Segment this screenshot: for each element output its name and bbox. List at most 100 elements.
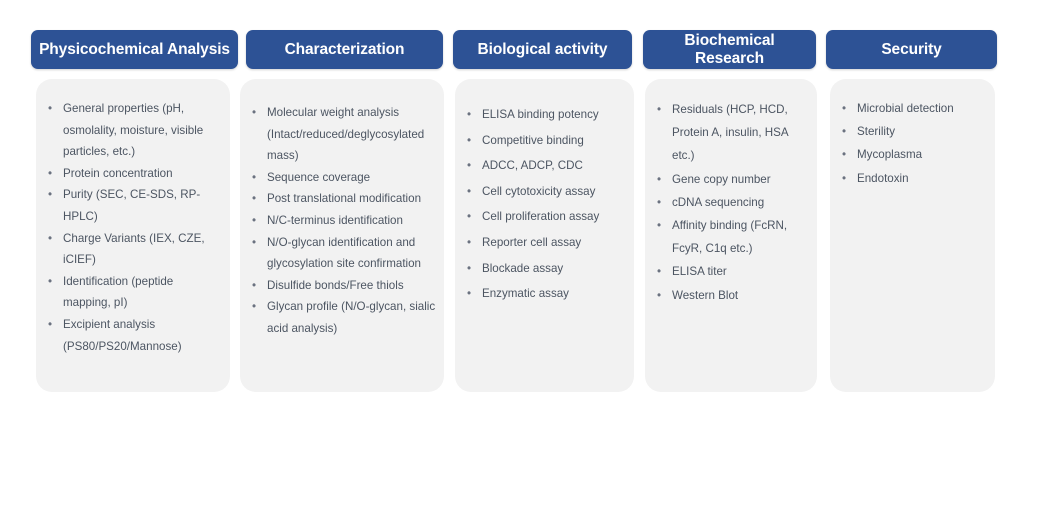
list-item-label: Molecular weight analysis (Intact/reduce…: [267, 106, 425, 163]
list-item-label: Protein concentration: [63, 166, 173, 180]
list-item-label: cDNA sequencing: [672, 195, 765, 209]
list-item: • Charge Variants (IEX, CZE, iCIEF): [36, 228, 222, 271]
bullet-dot-icon: •: [467, 159, 472, 173]
bullet-dot-icon: •: [48, 102, 53, 115]
bullet-dot-icon: •: [48, 274, 53, 288]
column-header-characterization[interactable]: Characterization: [246, 30, 443, 69]
list-item-label: Affinity binding (FcRN, FcyR, C1q etc.): [672, 219, 788, 256]
list-item-label: Cell cytotoxicity assay: [482, 184, 596, 198]
list-item: • Gene copy number: [645, 168, 811, 191]
bullet-dot-icon: •: [657, 219, 662, 233]
list-item: • ELISA binding potency: [455, 102, 628, 128]
list-item: • Molecular weight analysis (Intact/reduc…: [240, 102, 436, 167]
bullet-list-biochemical-research: • Residuals (HCP, HCD, Protein A, insulin…: [645, 98, 811, 307]
column-panel-physicochemical-analysis: • General properties (pH, osmolality, moi…: [36, 79, 230, 392]
bullet-dot-icon: •: [252, 106, 257, 119]
bullet-dot-icon: •: [467, 108, 472, 121]
list-item-label: Gene copy number: [672, 172, 771, 186]
list-item: • ADCC, ADCP, CDC: [455, 153, 628, 179]
list-item: • Residuals (HCP, HCD, Protein A, insulin…: [645, 98, 811, 168]
list-item: •Purity (SEC, CE-SDS, RP-HPLC): [36, 184, 222, 227]
bullet-dot-icon: •: [467, 210, 472, 224]
list-item: • Disulfide bonds/Free thiols: [240, 275, 436, 297]
bullet-dot-icon: •: [467, 133, 472, 147]
bullet-dot-icon: •: [467, 235, 472, 249]
bullet-dot-icon: •: [48, 231, 53, 245]
column-panel-biochemical-research: • Residuals (HCP, HCD, Protein A, insulin…: [645, 79, 817, 392]
list-item-label: Western Blot: [672, 288, 739, 302]
bullet-dot-icon: •: [467, 184, 472, 198]
list-item-label: Blockade assay: [482, 261, 564, 275]
list-item: • Identification (peptide mapping, pI): [36, 271, 222, 314]
list-item: • cDNA sequencing: [645, 191, 811, 214]
list-item-label: Charge Variants (IEX, CZE, iCIEF): [63, 231, 205, 267]
list-item: • Affinity binding (FcRN, FcyR, C1q etc.): [645, 214, 811, 260]
list-item: • Blockade assay: [455, 256, 628, 282]
bullet-dot-icon: •: [467, 287, 472, 301]
list-item: • Glycan profile (N/O-glycan, sialic acid…: [240, 296, 436, 339]
bullet-list-security: • Microbial detection • Sterility • Mycoplasm…: [830, 97, 989, 190]
column-header-physicochemical-analysis[interactable]: Physicochemical Analysis: [31, 30, 238, 69]
list-item: • Mycoplasma: [830, 143, 989, 166]
list-item: •Enzymatic assay: [455, 281, 628, 307]
list-item-label: Reporter cell assay: [482, 235, 582, 249]
list-item: • Microbial detection: [830, 97, 989, 120]
list-item-label: ELISA titer: [672, 265, 727, 279]
list-item-label: Endotoxin: [857, 171, 909, 185]
list-item-label: N/C-terminus identification: [267, 213, 403, 227]
column-panel-biological-activity: • ELISA binding potency • Competitive bindi…: [455, 79, 634, 392]
column-header-biochemical-research[interactable]: Biochemical Research: [643, 30, 816, 69]
list-item-label: Glycan profile (N/O-glycan, sialic acid …: [267, 300, 436, 335]
bullet-dot-icon: •: [252, 213, 257, 227]
bullet-list-physicochemical-analysis: • General properties (pH, osmolality, moi…: [36, 98, 222, 357]
list-item: • N/C-terminus identification: [240, 210, 436, 232]
list-item: • Cell cytotoxicity assay: [455, 179, 628, 205]
list-item-label: ELISA binding potency: [482, 108, 599, 121]
bullet-dot-icon: •: [252, 300, 257, 314]
list-item-label: Sterility: [857, 125, 896, 139]
list-item: • Reporter cell assay: [455, 230, 628, 256]
bullet-dot-icon: •: [48, 188, 53, 202]
list-item-label: N/O-glycan identification and glycosylat…: [267, 235, 422, 271]
list-item-label: Post translational modification: [267, 192, 422, 206]
bullet-dot-icon: •: [657, 265, 662, 279]
list-item: • General properties (pH, osmolality, moi…: [36, 98, 222, 163]
bullet-dot-icon: •: [252, 192, 257, 206]
list-item: • Competitive binding: [455, 128, 628, 154]
column-panel-characterization: • Molecular weight analysis (Intact/reduc…: [240, 79, 444, 392]
list-item: •Western Blot: [645, 284, 811, 307]
list-item: • Excipient analysis (PS80/PS20/Mannose): [36, 314, 222, 357]
bullet-dot-icon: •: [252, 235, 257, 249]
bullet-dot-icon: •: [842, 148, 847, 162]
list-item-label: ADCC, ADCP, CDC: [482, 159, 583, 173]
bullet-dot-icon: •: [657, 172, 662, 186]
bullet-dot-icon: •: [842, 171, 847, 185]
bullet-dot-icon: •: [48, 317, 53, 331]
column-header-security[interactable]: Security: [826, 30, 997, 69]
list-item-label: Competitive binding: [482, 133, 584, 147]
list-item-label: Disulfide bonds/Free thiols: [267, 278, 404, 292]
list-item-label: Identification (peptide mapping, pI): [63, 274, 174, 310]
list-item: • Cell proliferation assay: [455, 204, 628, 230]
list-item-label: General properties (pH, osmolality, mois…: [63, 102, 204, 159]
list-item-label: Excipient analysis (PS80/PS20/Mannose): [63, 317, 182, 353]
column-panel-security: • Microbial detection • Sterility • Mycoplasm…: [830, 79, 995, 392]
list-item-label: Sequence coverage: [267, 170, 371, 184]
list-item: • N/O-glycan identification and glycosyla…: [240, 232, 436, 275]
list-item-label: Residuals (HCP, HCD, Protein A, insulin,…: [672, 103, 788, 163]
list-item-label: Cell proliferation assay: [482, 210, 600, 224]
bullet-dot-icon: •: [657, 103, 662, 116]
bullet-list-characterization: • Molecular weight analysis (Intact/reduc…: [240, 102, 436, 340]
column-header-biological-activity[interactable]: Biological activity: [453, 30, 632, 69]
bullet-list-biological-activity: • ELISA binding potency • Competitive bindi…: [455, 102, 628, 307]
list-item-label: Mycoplasma: [857, 148, 923, 162]
list-item: •Sequence coverage: [240, 167, 436, 189]
bullet-dot-icon: •: [842, 102, 847, 115]
list-item: •Protein concentration: [36, 163, 222, 185]
bullet-dot-icon: •: [842, 125, 847, 139]
bullet-dot-icon: •: [252, 278, 257, 292]
list-item-label: Microbial detection: [857, 102, 954, 115]
bullet-dot-icon: •: [657, 195, 662, 209]
bullet-dot-icon: •: [467, 261, 472, 275]
